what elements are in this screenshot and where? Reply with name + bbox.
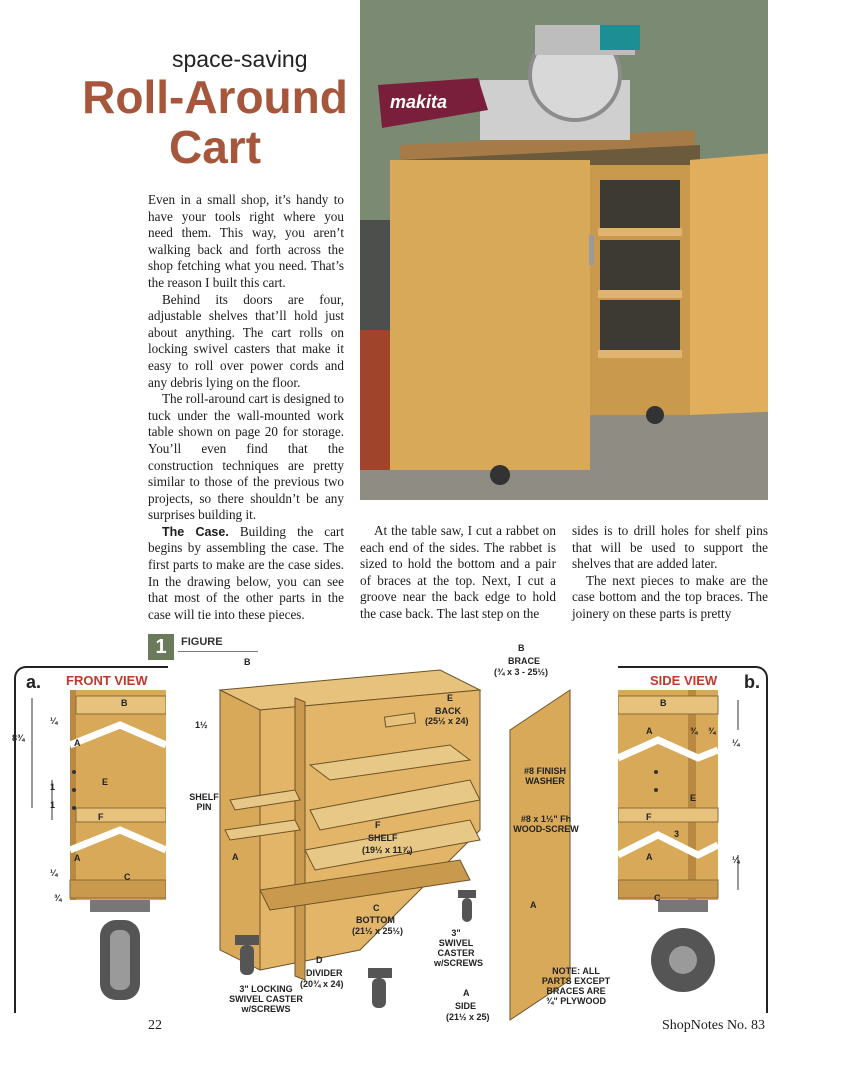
shelf-pin-label: SHELF PIN [189,792,219,812]
side-view-title: SIDE VIEW [650,673,718,688]
side-letter-door: A [530,900,537,910]
shelf-dimension: (19½ x 11⅞) [362,845,413,855]
figure-label: FIGURE [181,636,223,648]
side-letter-bottom: A [463,988,470,998]
article-column-2: At the table saw, I cut a rabbet on each… [360,523,556,623]
side-dim-3: 3 [674,829,680,839]
column1-paragraph-4: The Case. Building the cart begins by as… [148,524,344,624]
front-view-letter: a. [26,672,42,692]
case-text: Building the cart begins by assembling t… [148,523,344,622]
front-dim-quarter-bottom: ¼ [50,868,58,878]
finish-washer-label: #8 FINISH WASHER [523,766,566,786]
bottom-dimension: (21½ x 25½) [352,926,404,936]
side-dim-three-quarter-a: ¾ [690,726,698,736]
side-dim-three-quarter-b: ¾ [708,726,716,736]
front-dim-quarter-top: ¼ [50,716,58,726]
divider-dimension: (20¾ x 24) [300,979,344,989]
label-b-top: B [244,657,251,667]
front-dim-8-75: 8¾ [12,733,25,743]
brace-letter: B [518,643,525,653]
article-column-3: sides is to drill holes for shelf pins t… [572,523,768,623]
side-dim-quarter-bottom: ¼ [732,855,740,865]
side-view-panel [618,666,768,1013]
page-number: 22 [148,1018,162,1033]
cart-photo: makita [360,0,768,500]
front-label-b: B [121,698,128,708]
brace-dimension: (¾ x 3 - 25½) [494,667,549,677]
front-label-c: C [124,872,131,882]
note-text: ALL PARTS EXCEPT BRACES ARE ¾" PLYWOOD [541,966,611,1006]
locking-caster-label: 3" LOCKING SWIVEL CASTER w/SCREWS [229,984,303,1014]
front-view-title: FRONT VIEW [66,673,148,688]
side-label-f: F [646,812,652,822]
figure-number-badge: 1 [148,634,174,660]
divider-letter: D [316,955,323,965]
side-view-letter: b. [744,672,760,692]
front-label-a: A [74,738,81,748]
article-column-1: Even in a small shop, it’s handy to have… [148,192,344,623]
note-lead: NOTE: [552,966,581,976]
swivel-caster-label: 3" SWIVEL CASTER w/SCREWS [434,928,484,968]
column1-paragraph-3: The roll-around cart is designed to tuck… [148,391,345,523]
divider-name: DIVIDER [306,968,343,978]
front-view-panel [14,666,168,1013]
side-dim-quarter-top: ¼ [732,738,740,748]
shelf-name: SHELF [368,833,398,843]
back-letter: E [447,693,454,703]
front-label-a-lower: A [74,853,81,863]
column3-paragraph-2: The next pieces to make are the case bot… [572,572,768,621]
side-name: SIDE [455,1001,477,1011]
case-heading: The Case. [162,524,229,539]
side-label-a: A [646,726,653,736]
side-label-b: B [660,698,667,708]
side-letter-left: A [232,852,239,862]
side-label-e: E [690,793,697,803]
saw-brand-text: makita [390,92,447,112]
front-dim-1-a: 1 [50,782,56,792]
page-title: Roll-Around Cart [70,72,360,172]
cart-photo-illustration: makita [360,0,768,500]
back-dimension: (25½ x 24) [425,716,469,726]
front-label-f: F [98,812,104,822]
figure-rule [178,651,258,652]
side-view-drawing [618,690,739,992]
column1-paragraph-2: Behind its doors are four, adjustable sh… [148,291,344,390]
column3-paragraph-1: sides is to drill holes for shelf pins t… [572,523,768,572]
front-view-drawing [31,690,166,1000]
column1-paragraph-1: Even in a small shop, it’s handy to have… [148,192,344,290]
exploded-cart-drawing [218,669,571,1021]
shelf-letter: F [375,820,381,830]
front-dim-three-quarter: ¾ [54,893,62,903]
brace-name: BRACE [508,656,541,666]
front-dim-1-b: 1 [50,800,56,810]
note-block: NOTE: ALL PARTS EXCEPT BRACES ARE ¾" PLY… [540,966,612,1006]
title-line-1: Roll-Around [82,71,348,123]
side-dimension: (21½ x 25) [446,1012,490,1022]
back-name: BACK [435,706,461,716]
woodscrew-label: #8 x 1½" Fh WOOD-SCREW [513,814,579,834]
column2-paragraph-1: At the table saw, I cut a rabbet on each… [360,523,556,621]
bottom-name: BOTTOM [356,915,395,925]
front-label-e: E [102,777,109,787]
title-kicker: space-saving [172,46,308,72]
side-label-c: C [654,893,661,903]
dim-1-5: 1½ [195,720,208,730]
side-label-a-lower: A [646,852,653,862]
issue-label: ShopNotes No. 83 [662,1018,766,1033]
bottom-letter: C [373,903,380,913]
title-line-2: Cart [168,121,262,173]
